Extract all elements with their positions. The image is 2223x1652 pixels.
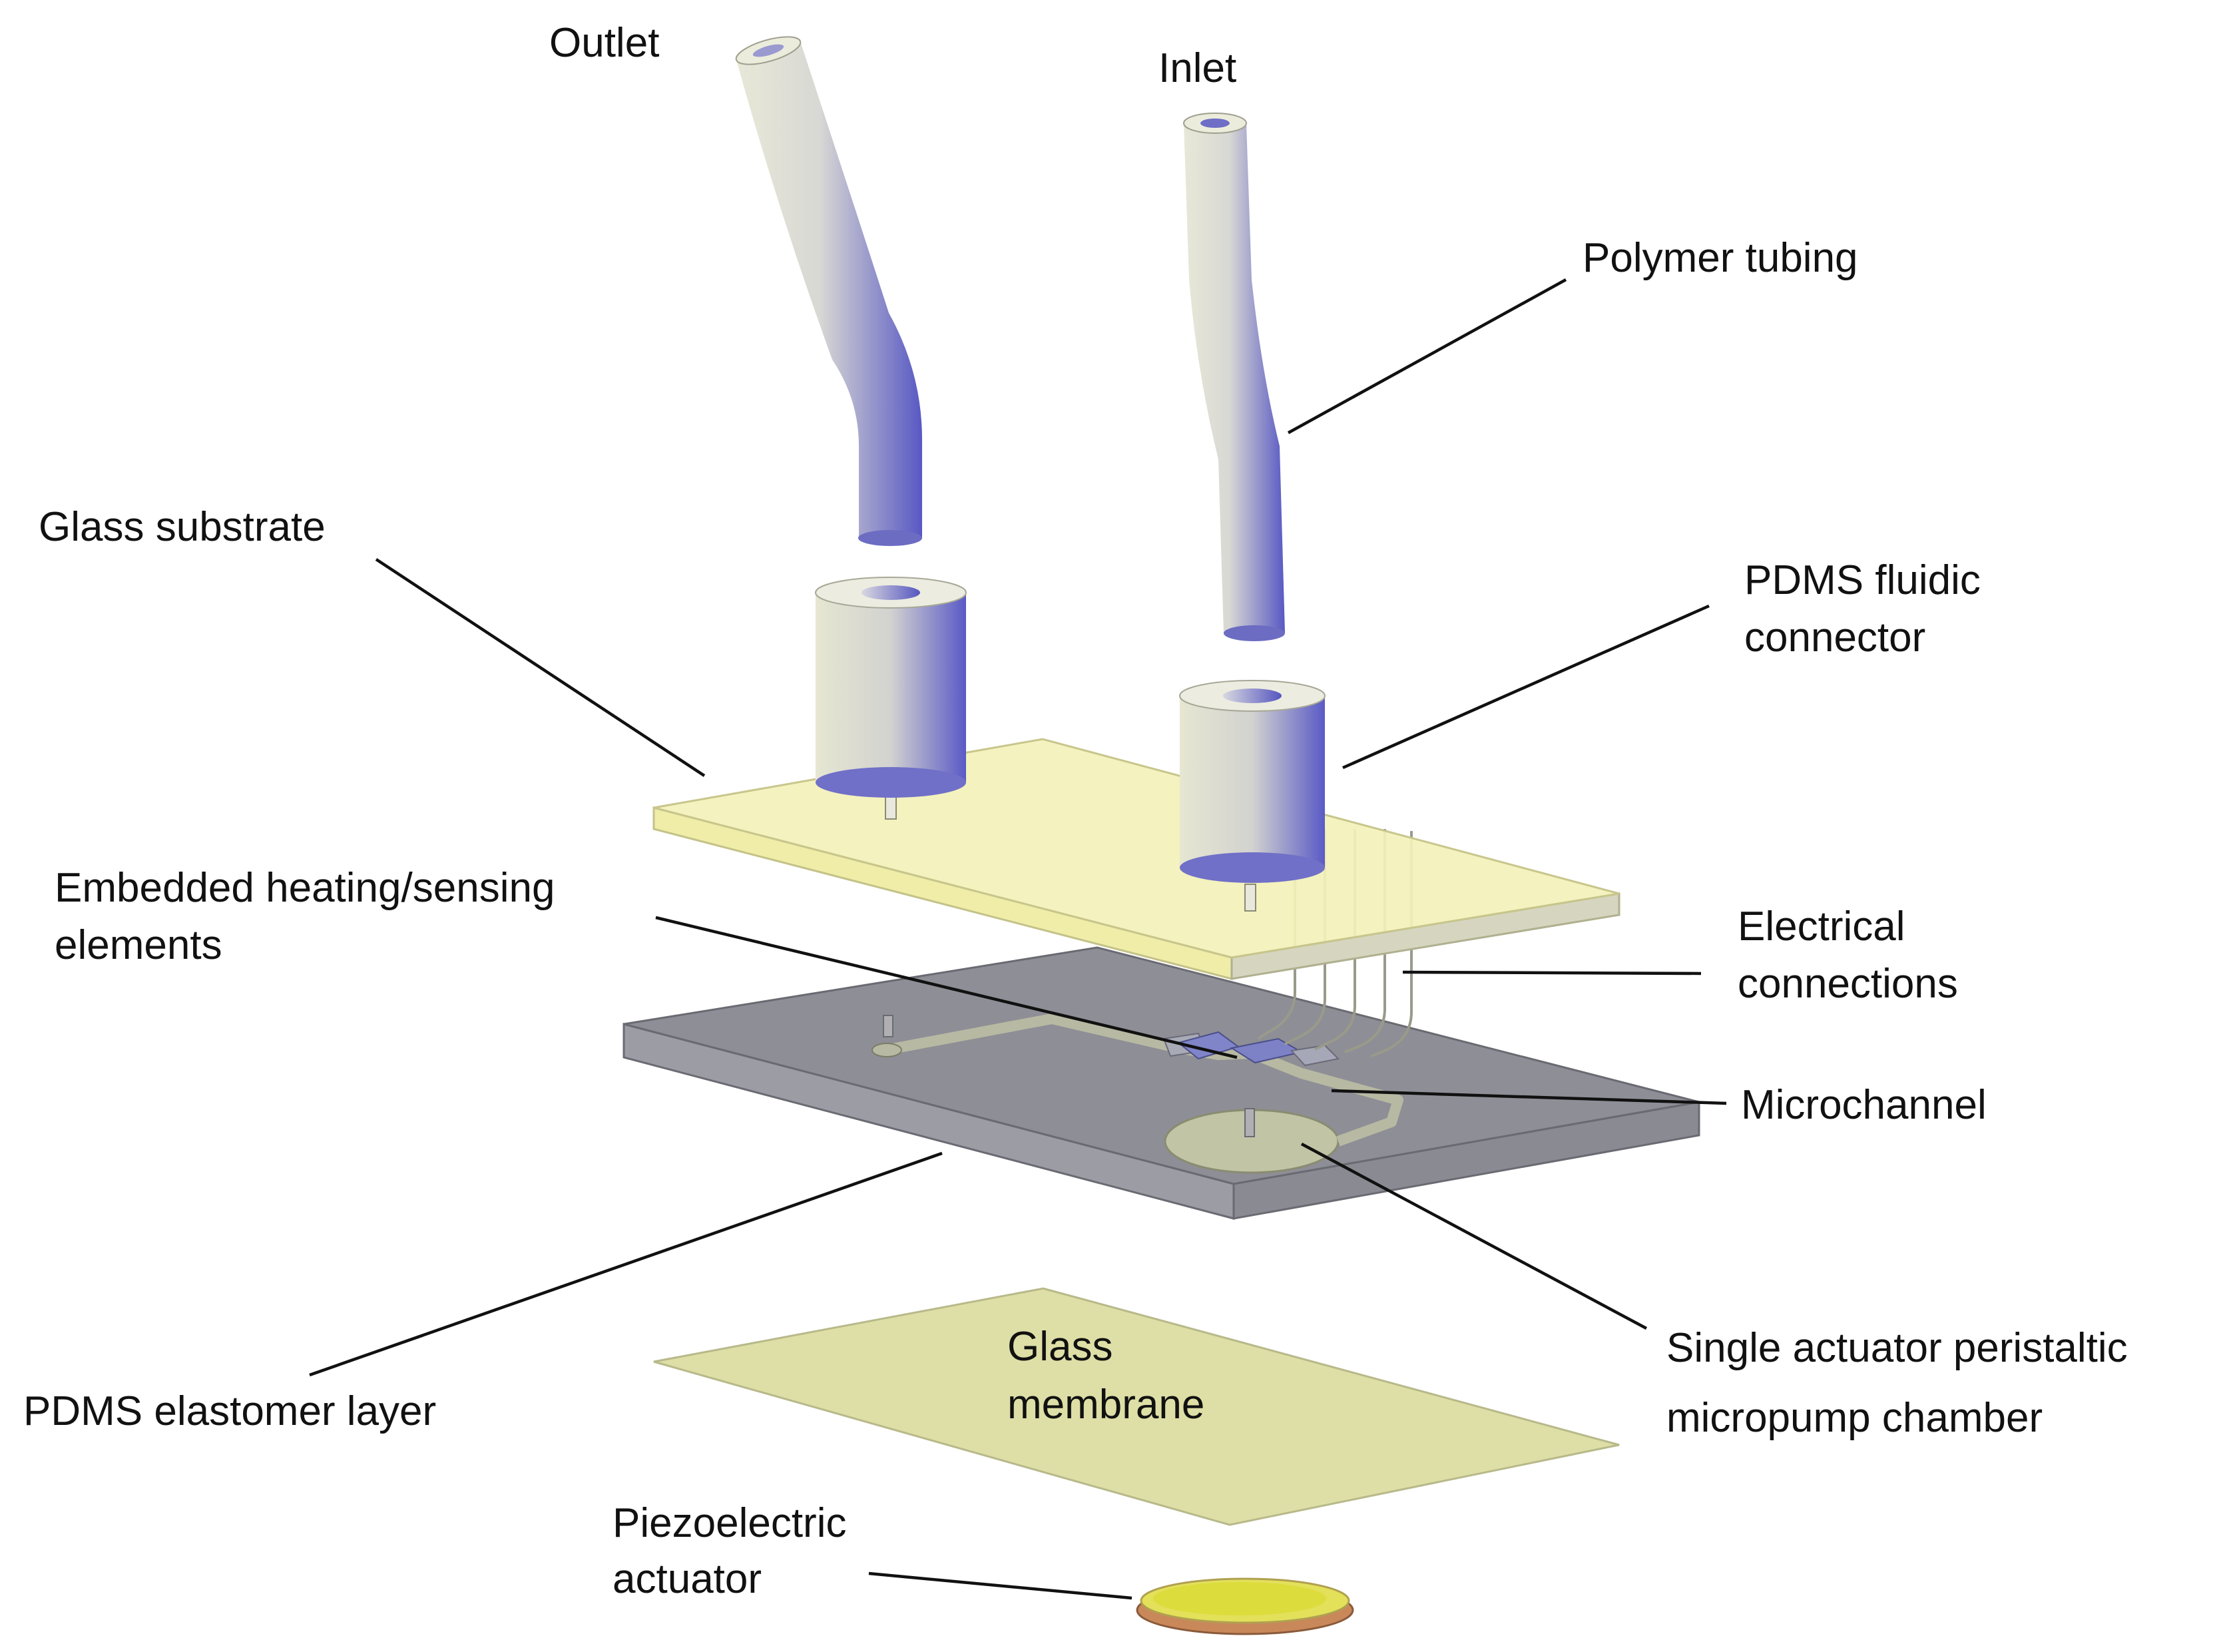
piezoelectric-actuator — [1136, 1577, 1354, 1635]
label-inlet: Inlet — [1158, 45, 1236, 91]
electrical-connection-wires — [1257, 829, 1413, 1057]
label-electrical-line1: Electrical — [1738, 904, 1905, 950]
label-pdms-elastomer: PDMS elastomer layer — [23, 1388, 436, 1434]
label-glass-membrane-line1: Glass — [1007, 1324, 1112, 1370]
leader-pdms-connector — [1342, 604, 1710, 770]
leader-polymer-tubing — [1287, 278, 1567, 434]
label-outlet: Outlet — [549, 20, 659, 66]
leader-pdms-elastomer — [309, 1151, 943, 1377]
label-embedded-line2: elements — [55, 922, 222, 968]
glass-substrate — [652, 738, 1620, 980]
leader-piezo-actuator — [868, 1571, 1132, 1600]
label-pump-line2: micropump chamber — [1666, 1395, 2043, 1441]
label-glass-substrate: Glass substrate — [39, 504, 326, 550]
leader-pump-chamber — [1300, 1143, 1648, 1330]
outlet-pdms-connector — [815, 577, 967, 798]
label-piezo-line1: Piezoelectric — [613, 1500, 846, 1546]
label-piezo-line2: actuator — [613, 1556, 762, 1602]
leader-lines — [309, 278, 1727, 1600]
glass-membrane — [653, 1287, 1620, 1526]
labels: Outlet Inlet Polymer tubing Glass substr… — [23, 20, 2128, 1602]
label-microchannel: Microchannel — [1741, 1082, 1987, 1128]
inlet-polymer-tube — [1183, 113, 1285, 641]
leader-glass-substrate — [375, 558, 706, 777]
leader-embedded-elements — [655, 916, 1238, 1059]
label-pdms-connector-line2: connector — [1744, 615, 1925, 661]
label-embedded-line1: Embedded heating/sensing — [55, 865, 555, 911]
label-pdms-connector-line1: PDMS fluidic — [1744, 557, 1981, 603]
leader-microchannel — [1331, 1089, 1727, 1105]
label-glass-membrane-line2: membrane — [1007, 1382, 1204, 1428]
label-polymer-tubing: Polymer tubing — [1583, 235, 1858, 281]
label-pump-line1: Single actuator peristaltic — [1666, 1325, 2128, 1371]
pdms-elastomer-layer — [622, 946, 1700, 1220]
inlet-pdms-connector — [1179, 680, 1326, 883]
leader-electrical-connections — [1402, 970, 1702, 975]
outlet-polymer-tube — [735, 36, 922, 546]
label-electrical-line2: connections — [1738, 961, 1958, 1007]
